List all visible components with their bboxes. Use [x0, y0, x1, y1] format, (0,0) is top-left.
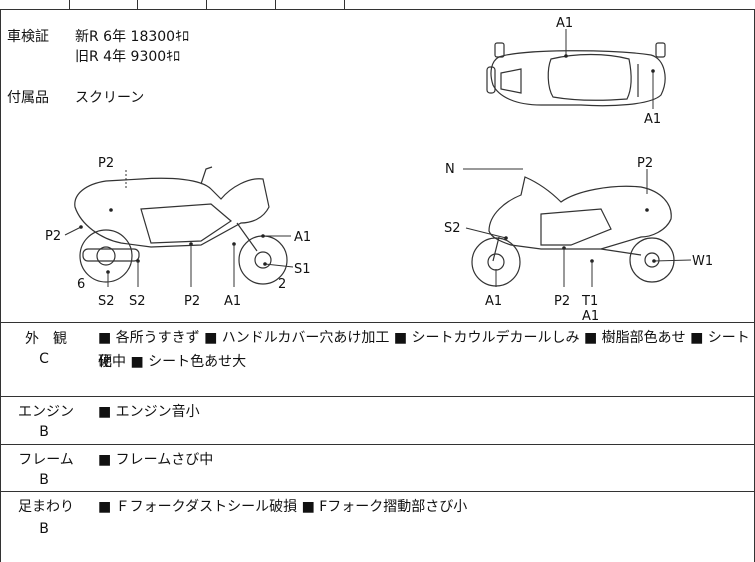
condition-grade: B	[39, 521, 49, 537]
label-left-a1-bottom: A1	[224, 294, 241, 309]
cell-divider	[344, 0, 345, 9]
condition-row-suspension: 足まわり B ■ Ｆフォークダストシール破損 ■ Fフォーク摺動部さび小	[0, 491, 755, 562]
cell-divider	[206, 0, 207, 9]
label-left-p2-top: P2	[98, 156, 114, 171]
label-right-s2: S2	[444, 221, 461, 236]
condition-category: エンジン	[18, 404, 74, 420]
accessories-label: 付属品	[7, 90, 49, 106]
label-top-a1-rear: A1	[644, 112, 661, 127]
label-left-p2-bottom: P2	[184, 294, 200, 309]
label-left-a1-front: A1	[294, 230, 311, 245]
label-left-2: 2	[278, 277, 286, 292]
label-right-w1: W1	[692, 254, 713, 269]
label-left-s2-b: S2	[129, 294, 146, 309]
condition-category: 外 観	[25, 331, 67, 347]
label-left-s1: S1	[294, 262, 311, 277]
scooter-top-view	[486, 42, 666, 107]
condition-description-line2: 化中 ■ シート色あせ大	[98, 354, 247, 370]
vehicle-info-section: 車検証 新R 6年 18300ｷﾛ 旧R 4年 9300ｷﾛ 付属品 スクリーン…	[0, 9, 755, 322]
condition-category: 足まわり	[18, 499, 74, 515]
cell-divider	[69, 0, 70, 9]
registration-new-rate: 新R 6年 18300ｷﾛ	[75, 29, 190, 45]
label-right-a1-bottom: A1	[485, 294, 502, 309]
condition-description-line1: ■ フレームさび中	[98, 452, 214, 468]
condition-grade: B	[39, 472, 49, 488]
registration-label: 車検証	[7, 29, 49, 45]
condition-row-frame: フレーム B ■ フレームさび中	[0, 444, 755, 492]
label-right-p2-top: P2	[637, 156, 653, 171]
scooter-damage-diagram: A1 A1	[45, 16, 713, 322]
cell-divider	[275, 0, 276, 9]
label-right-a1-under: A1	[582, 309, 599, 322]
scooter-left-side-view	[74, 166, 288, 285]
label-left-p2-side: P2	[45, 229, 61, 244]
condition-row-engine: エンジン B ■ エンジン音小	[0, 396, 755, 445]
label-right-p2-bottom: P2	[554, 294, 570, 309]
cell-divider	[137, 0, 138, 9]
condition-row-exterior: 外 観 C ■ 各所うすきず ■ ハンドルカバー穴あけ加工 ■ シートカウルデカ…	[0, 322, 755, 397]
condition-grade: C	[39, 351, 49, 367]
header-cells-strip	[0, 0, 755, 10]
condition-description-line1: ■ Ｆフォークダストシール破損 ■ Fフォーク摺動部さび小	[98, 499, 468, 515]
label-right-t1: T1	[581, 294, 598, 309]
condition-grade: B	[39, 424, 49, 440]
label-left-s2-a: S2	[98, 294, 115, 309]
accessories-value: スクリーン	[75, 90, 145, 106]
scooter-right-side-view	[471, 176, 675, 287]
label-right-n: N	[445, 162, 455, 177]
label-top-a1: A1	[556, 16, 573, 31]
condition-description-line1: ■ 各所うすきず ■ ハンドルカバー穴あけ加工 ■ シートカウルデカールしみ ■…	[98, 330, 750, 370]
condition-description-line1: ■ エンジン音小	[98, 404, 200, 420]
label-left-6: 6	[77, 277, 85, 292]
condition-category: フレーム	[18, 452, 74, 468]
registration-old-rate: 旧R 4年 9300ｷﾛ	[75, 49, 181, 65]
